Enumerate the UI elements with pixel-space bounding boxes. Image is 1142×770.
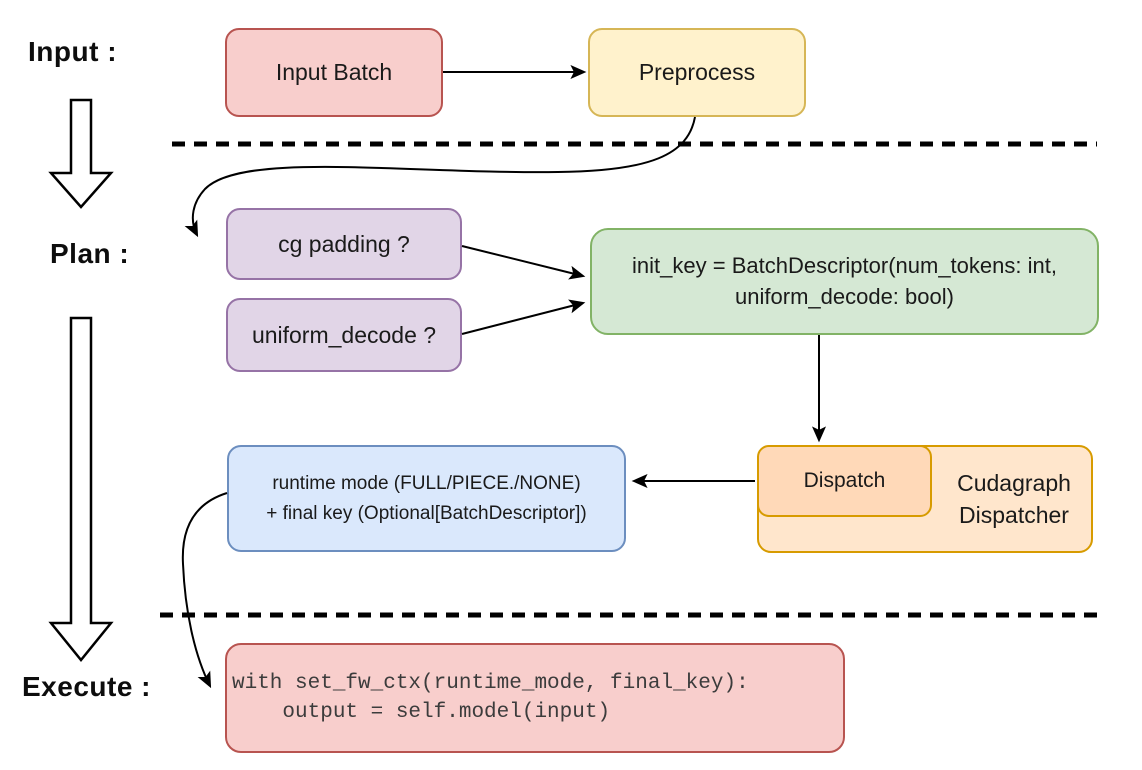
- hollow-arrow-input-to-plan-icon: [48, 98, 114, 209]
- node-init-key-line1: init_key = BatchDescriptor(num_tokens: i…: [632, 252, 1057, 278]
- node-init-key: init_key = BatchDescriptor(num_tokens: i…: [590, 228, 1099, 335]
- node-input-batch: Input Batch: [225, 28, 443, 117]
- node-execute-code: with set_fw_ctx(runtime_mode, final_key)…: [225, 643, 845, 753]
- node-preprocess-label: Preprocess: [638, 59, 756, 85]
- node-init-key-line2: uniform_decode: bool): [735, 283, 954, 309]
- node-input-batch-label: Input Batch: [275, 59, 393, 85]
- code-line-1: with set_fw_ctx(runtime_mode, final_key)…: [232, 671, 749, 695]
- node-cudagraph-dispatcher-label: Cudagraph Dispatcher: [935, 445, 1093, 553]
- node-preprocess: Preprocess: [588, 28, 806, 117]
- node-dispatch-label: Dispatch: [803, 469, 886, 492]
- node-runtime-line1: runtime mode (FULL/PIECE./NONE): [272, 473, 581, 495]
- node-cg-padding-label: cg padding ?: [278, 230, 410, 257]
- node-uniform-decode: uniform_decode ?: [226, 298, 462, 372]
- phase-label-execute: Execute :: [22, 671, 151, 702]
- dispatcher-label-line1: Cudagraph: [957, 469, 1071, 496]
- phase-label-input: Input :: [28, 36, 118, 67]
- arrow-cg-padding-to-init-key: [461, 245, 586, 280]
- phase-label-plan: Plan :: [50, 238, 130, 269]
- dispatcher-label-line2: Dispatcher: [959, 502, 1069, 528]
- node-uniform-decode-label: uniform_decode ?: [251, 321, 437, 348]
- node-dispatch: Dispatch: [757, 445, 932, 517]
- arrow-uniform-decode-to-init-key: [461, 299, 586, 335]
- node-runtime-line2: + final key (Optional[BatchDescriptor]): [266, 502, 587, 524]
- code-line-2: output = self.model(input): [232, 701, 611, 724]
- node-cg-padding: cg padding ?: [226, 208, 462, 280]
- arrow-runtime-mode-to-execute-code: [181, 492, 228, 689]
- node-runtime-mode: runtime mode (FULL/PIECE./NONE) + final …: [227, 445, 626, 552]
- hollow-arrow-plan-to-execute-icon: [48, 316, 114, 662]
